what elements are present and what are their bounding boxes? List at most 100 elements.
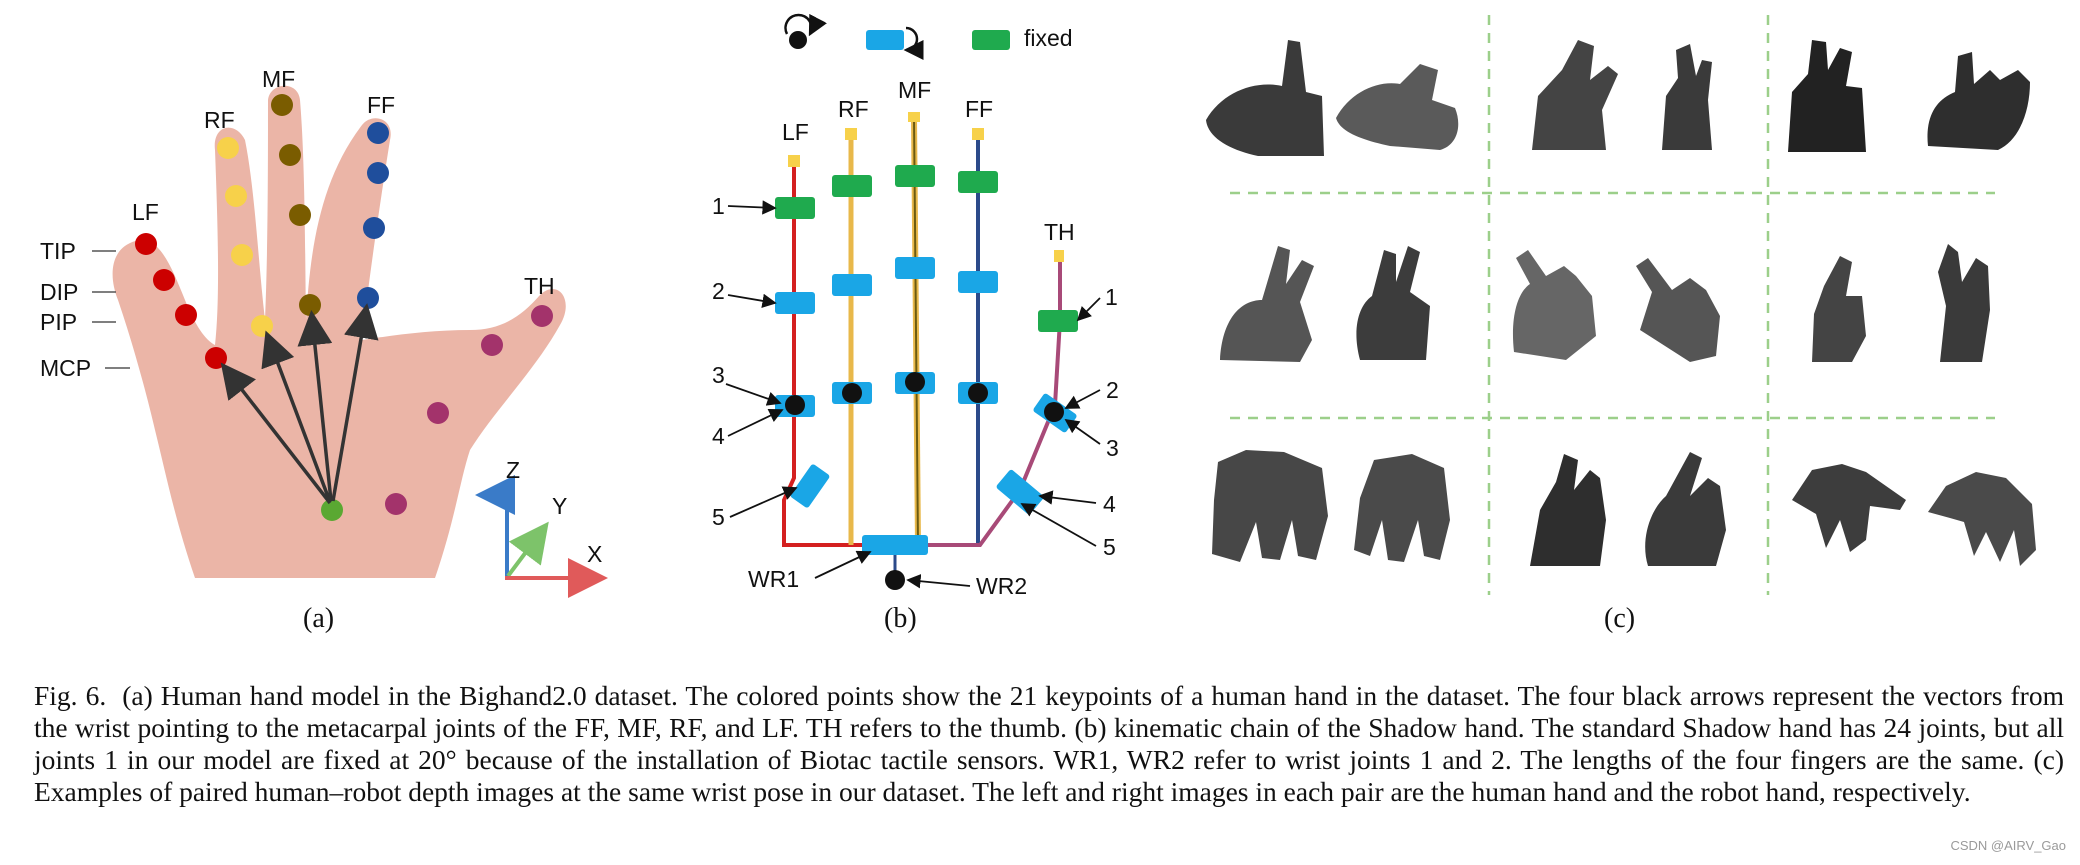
fixed-legend-swatch: [972, 30, 1010, 50]
depth-image-human: [1220, 246, 1314, 362]
lf-keypoint: [175, 304, 197, 326]
th-keypoint: [427, 402, 449, 424]
panel-a-sublabel: (a): [303, 603, 334, 634]
wrist-to-rf-arrow: [261, 330, 332, 503]
ff-fixed-joint: [958, 171, 998, 193]
mf-rot-joint: [905, 372, 925, 392]
th-keypoint: [385, 493, 407, 515]
rf-rot-joint: [842, 383, 862, 403]
panel-c-sublabel: (c): [1604, 603, 1635, 634]
joint-label-mcp: MCP: [40, 355, 91, 381]
depth-image-robot: [1354, 454, 1450, 562]
axis-label-x: X: [587, 541, 602, 567]
hand-silhouette: [112, 85, 566, 578]
rf-fixed-joint: [832, 175, 872, 197]
b-finger-label-lf: LF: [782, 119, 809, 145]
wrist-joint-wr1: [862, 535, 928, 555]
axis-label-y: Y: [552, 493, 567, 519]
finger-label-rf: RF: [204, 107, 235, 133]
depth-image-human: [1530, 454, 1606, 566]
wr1-pointer: [814, 550, 872, 579]
lf-num-1: 1: [712, 193, 725, 219]
th-chain: [895, 255, 1062, 547]
wr2-pointer: [906, 574, 971, 589]
depth-image-robot: [1928, 472, 2036, 566]
joint-label-tip: TIP: [40, 238, 76, 264]
joint-legend-swatch: [866, 30, 904, 50]
wr1-label: WR1: [748, 566, 799, 592]
finger-label-mf: MF: [262, 66, 295, 92]
finger-label-ff: FF: [367, 92, 395, 118]
depth-image-human: [1788, 40, 1866, 152]
th-rot-joint: [1044, 402, 1064, 422]
panel-b-sublabel: (b): [884, 603, 917, 634]
wrist-to-ff-arrow: [331, 303, 379, 502]
caption-text: (a) Human hand model in the Bighand2.0 d…: [34, 680, 2064, 807]
depth-image-human: [1812, 256, 1866, 362]
watermark: CSDN @AIRV_Gao: [1950, 838, 2066, 853]
th-joint-4: [996, 469, 1044, 515]
rf-keypoint: [231, 244, 253, 266]
th-pointer-1: [1076, 297, 1101, 322]
rotate-joint-icon: [789, 31, 807, 49]
depth-image-robot: [1336, 64, 1459, 150]
rf-tip: [845, 128, 857, 140]
lf-num-5: 5: [712, 504, 725, 530]
lf-pointer-5: [729, 486, 798, 518]
th-num-1: 1: [1105, 284, 1118, 310]
mf-keypoint: [299, 294, 321, 316]
mf-keypoint: [271, 94, 293, 116]
wr2-label: WR2: [976, 573, 1027, 599]
figure-caption: Fig. 6.(a) Human hand model in the Bigha…: [34, 680, 2064, 808]
finger-label-th: TH: [524, 273, 555, 299]
b-finger-label-ff: FF: [965, 96, 993, 122]
lf-joint-5: [790, 464, 830, 508]
ff-rot-joint: [968, 383, 988, 403]
th-num-2: 2: [1106, 377, 1119, 403]
lf-keypoint: [135, 233, 157, 255]
figure-canvas: LF RF MF FF TH TIP DIP PIP MCP Z Y X (a)…: [40, 13, 2036, 634]
rf-joint-2: [832, 274, 872, 296]
lf-num-3: 3: [712, 362, 725, 388]
ff-keypoint: [363, 217, 385, 239]
th-num-3: 3: [1106, 435, 1119, 461]
lf-keypoint: [205, 347, 227, 369]
th-num-4: 4: [1103, 491, 1116, 517]
depth-image-robot: [1662, 44, 1712, 150]
rf-keypoint: [225, 185, 247, 207]
lf-pointer-1: [727, 200, 777, 215]
fixed-legend-label: fixed: [1024, 25, 1073, 51]
th-tip: [1054, 250, 1064, 262]
lf-pointer-2: [727, 293, 777, 308]
depth-image-robot: [1927, 52, 2030, 150]
ff-keypoint: [367, 122, 389, 144]
mf-fixed-joint: [895, 165, 935, 187]
y-axis-arrow: [506, 521, 549, 578]
joint-label-pip: PIP: [40, 309, 77, 335]
lf-chain: [782, 165, 875, 547]
th-pointer-4: [1038, 490, 1097, 505]
lf-num-2: 2: [712, 278, 725, 304]
depth-image-human: [1532, 40, 1618, 150]
lf-num-4: 4: [712, 423, 725, 449]
wrist-to-mf-arrow: [297, 310, 333, 502]
th-num-5: 5: [1103, 534, 1116, 560]
wr2-rot-joint: [885, 570, 905, 590]
lf-keypoint: [153, 269, 175, 291]
b-finger-label-rf: RF: [838, 96, 869, 122]
mf-chain-inner: [913, 117, 919, 546]
rf-keypoint: [251, 315, 273, 337]
rotate-arc-icon: [784, 13, 827, 37]
depth-image-robot: [1645, 452, 1726, 566]
lf-tip: [788, 155, 800, 167]
legend: fixed: [784, 13, 1073, 60]
lf-fixed-joint: [775, 197, 815, 219]
axis-label-z: Z: [506, 457, 520, 483]
figure-label: Fig. 6.: [34, 680, 107, 711]
b-finger-label-mf: MF: [898, 77, 931, 103]
th-pointer-2: [1064, 389, 1101, 409]
panel-a-hand-model: LF RF MF FF TH TIP DIP PIP MCP Z Y X (a): [40, 66, 608, 634]
ff-keypoint: [357, 287, 379, 309]
lf-joint-2: [775, 292, 815, 314]
depth-image-human: [1792, 464, 1906, 552]
